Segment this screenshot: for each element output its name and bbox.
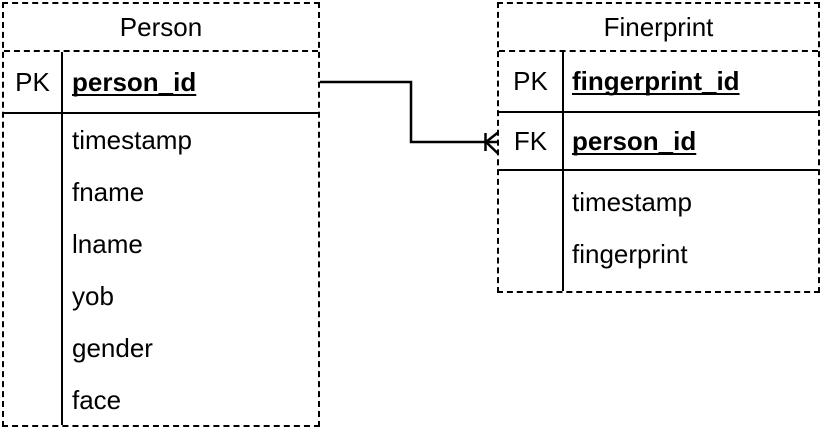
key-row-pk[interactable]: PK fingerprint_id	[499, 52, 818, 113]
tag-cell-empty	[4, 166, 61, 218]
field-name: yob	[72, 280, 114, 311]
field-row[interactable]: yob	[4, 270, 318, 322]
entity-table-person[interactable]: Person PK person_id timestamp fname lnam…	[2, 2, 320, 427]
key-tag: PK	[513, 66, 548, 96]
tag-cell-empty	[4, 374, 61, 426]
tag-cell-empty	[4, 270, 61, 322]
field-row[interactable]: timestamp	[499, 176, 818, 228]
field-row[interactable]: timestamp	[4, 114, 318, 166]
field-name: gender	[72, 332, 153, 363]
field-row[interactable]: fname	[4, 166, 318, 218]
key-row-pk[interactable]: PK person_id	[4, 52, 318, 114]
tag-cell-empty	[499, 228, 562, 280]
field-name: fname	[72, 176, 145, 207]
connector-line	[320, 80, 497, 144]
column-separator	[562, 52, 564, 291]
column-separator	[61, 52, 63, 425]
field-name: timestamp	[72, 124, 192, 155]
field-row[interactable]: gender	[4, 322, 318, 374]
tag-cell-empty	[4, 322, 61, 374]
key-tag: PK	[15, 66, 50, 97]
entity-title: Person	[4, 4, 318, 52]
field-row[interactable]: face	[4, 374, 318, 426]
entity-table-fingerprint[interactable]: Finerprint PK fingerprint_id FK person_i…	[497, 2, 820, 293]
field-name: fingerprint	[572, 238, 688, 269]
key-field-name: person_id	[572, 125, 697, 156]
field-row[interactable]: lname	[4, 218, 318, 270]
key-field-name: fingerprint_id	[572, 66, 740, 96]
field-name: face	[72, 384, 122, 415]
field-name: lname	[72, 228, 143, 259]
field-list: timestamp fingerprint	[499, 171, 818, 280]
key-tag: FK	[513, 125, 548, 156]
field-name: timestamp	[572, 186, 692, 217]
entity-title: Finerprint	[499, 4, 818, 52]
field-row[interactable]: fingerprint	[499, 228, 818, 280]
field-list: timestamp fname lname yob gender face	[4, 114, 318, 426]
tag-cell-empty	[4, 218, 61, 270]
key-row-fk[interactable]: FK person_id	[499, 113, 818, 171]
key-field-name: person_id	[72, 66, 197, 97]
tag-cell-empty	[4, 114, 61, 166]
tag-cell-empty	[499, 176, 562, 228]
